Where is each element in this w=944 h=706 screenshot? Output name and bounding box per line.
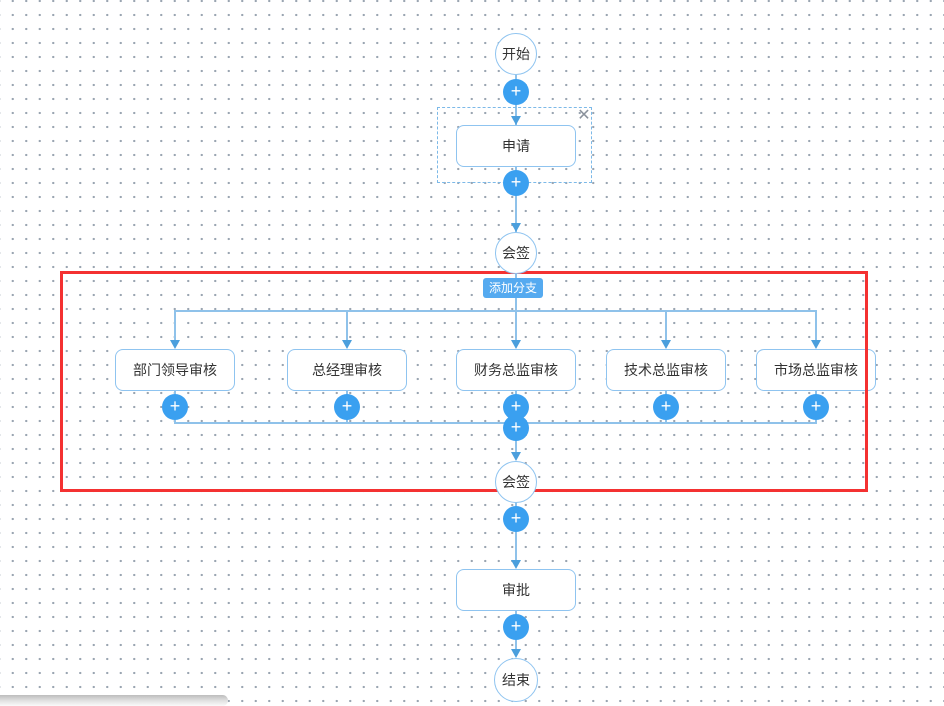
branch-node-1[interactable]: 部门领导审核 [115,349,235,391]
add-node-button[interactable]: + [503,506,529,532]
branch-distribution-line [174,310,817,312]
countersign-node-top[interactable]: 会签 [495,232,537,274]
arrow-down-icon [511,340,521,349]
arrow-down-icon [342,340,352,349]
branch-node-4[interactable]: 技术总监审核 [606,349,726,391]
connector-apply-countersign [515,166,517,232]
arrow-down-icon [511,649,521,658]
add-node-button[interactable]: + [503,170,529,196]
arrow-down-icon [511,452,521,461]
branch-stub-top-5 [815,311,817,343]
add-node-button-branch-5[interactable]: + [803,394,829,420]
connector-countersign-center-branch [515,273,517,343]
start-node: 开始 [495,33,537,75]
countersign-node-bottom[interactable]: 会签 [495,461,537,503]
arrow-down-icon [170,340,180,349]
branch-stub-top-1 [174,311,176,343]
arrow-down-icon [511,116,521,125]
arrow-down-icon [811,340,821,349]
add-node-button-branch-4[interactable]: + [653,394,679,420]
arrow-down-icon [661,340,671,349]
end-node: 结束 [494,658,538,702]
add-branch-button[interactable]: 添加分支 [483,278,543,298]
horizontal-scrollbar-thumb[interactable] [0,695,228,706]
add-node-button-branch-1[interactable]: + [162,394,188,420]
apply-node[interactable]: 申请 [456,125,576,167]
branch-node-5[interactable]: 市场总监审核 [756,349,876,391]
add-node-button-branch-2[interactable]: + [334,394,360,420]
delete-node-icon[interactable]: ✕ [577,107,591,124]
approve-node[interactable]: 审批 [456,569,576,611]
branch-stub-top-2 [346,311,348,343]
arrow-down-icon [511,560,521,569]
add-node-button[interactable]: + [503,79,529,105]
branch-node-2[interactable]: 总经理审核 [287,349,407,391]
arrow-down-icon [511,223,521,232]
branch-stub-top-4 [665,311,667,343]
add-node-button[interactable]: + [503,614,529,640]
branch-node-3[interactable]: 财务总监审核 [456,349,576,391]
add-node-button-join[interactable]: + [503,415,529,441]
branch-join-line [174,422,817,424]
